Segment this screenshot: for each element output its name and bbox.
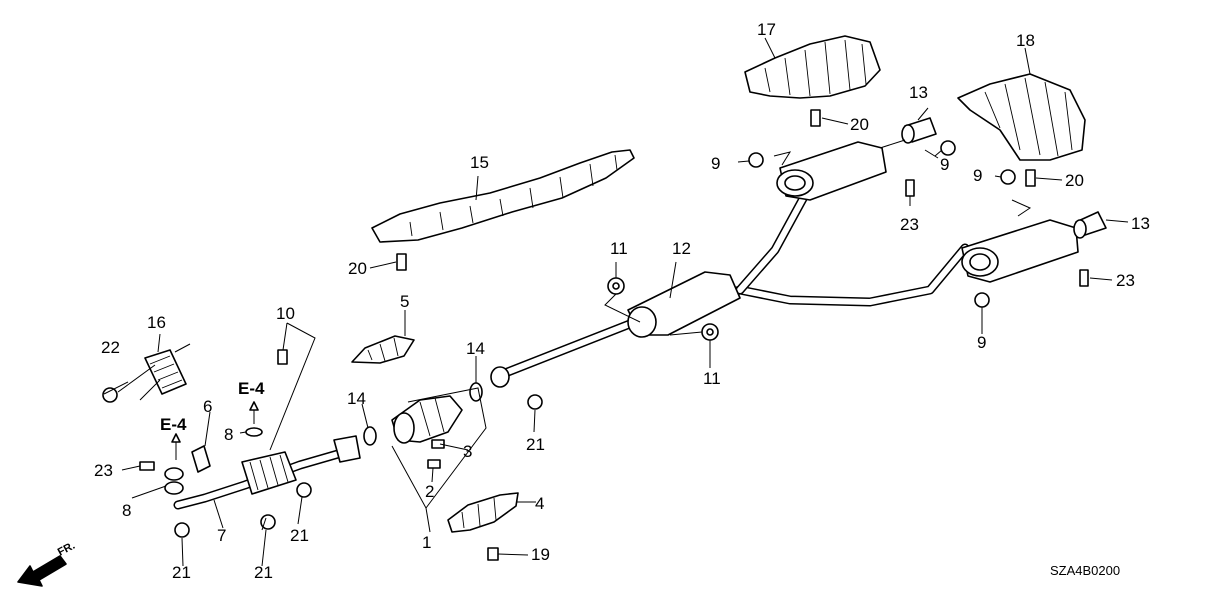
callout-12: 12 [672, 239, 691, 258]
hardware [102, 109, 1089, 561]
callout-9: 9 [940, 155, 949, 174]
callout-22: 22 [101, 338, 120, 357]
callout-16: 16 [147, 313, 166, 332]
tailpipe-tip-13b [1073, 211, 1107, 239]
heat-shield-18 [957, 73, 1086, 161]
callout-1: 1 [422, 533, 431, 552]
diagram-code: SZA4B0200 [1050, 563, 1120, 578]
callout-20: 20 [348, 259, 367, 278]
callout-4: 4 [535, 494, 544, 513]
callout-17: 17 [757, 20, 776, 39]
catalytic-converter-1 [391, 395, 463, 444]
front-arrow: FR. [17, 540, 77, 587]
callout-15: 15 [470, 153, 489, 172]
callout-5: 5 [400, 292, 409, 311]
callout-13: 13 [1131, 214, 1150, 233]
heat-shield-15 [371, 149, 635, 243]
callout-2: 2 [425, 482, 434, 501]
callout-14: 14 [347, 389, 366, 408]
leader-lines [103, 37, 1129, 567]
bracket-16 [144, 343, 191, 395]
callouts: 17 18 13 20 9 9 9 20 15 23 13 11 12 20 2… [94, 20, 1150, 582]
heat-shield-4 [447, 492, 519, 533]
callout-13: 13 [909, 83, 928, 102]
flex-pipe-section [241, 435, 361, 495]
callout-23: 23 [94, 461, 113, 480]
ref-e4-label: E-4 [160, 415, 187, 434]
callout-3: 3 [463, 442, 472, 461]
callout-21: 21 [526, 435, 545, 454]
callout-21: 21 [172, 563, 191, 582]
callout-10: 10 [276, 304, 295, 323]
callout-19: 19 [531, 545, 550, 564]
callout-23: 23 [1116, 271, 1135, 290]
callout-9: 9 [977, 333, 986, 352]
callout-9: 9 [711, 154, 720, 173]
callout-20: 20 [1065, 171, 1084, 190]
callout-11: 11 [610, 239, 628, 258]
callout-23: 23 [900, 215, 919, 234]
callout-8: 8 [122, 501, 131, 520]
front-arrow-label: FR. [56, 540, 77, 559]
exhaust-pipe-run [173, 190, 970, 510]
callout-8: 8 [224, 425, 233, 444]
heat-shield-17 [744, 35, 881, 99]
callout-21: 21 [254, 563, 273, 582]
callout-18: 18 [1016, 31, 1035, 50]
tailpipe-tip-13a [901, 117, 937, 144]
ref-e4-label: E-4 [238, 379, 265, 398]
heat-shield-5 [351, 335, 415, 364]
callout-7: 7 [217, 526, 226, 545]
callout-11: 11 [703, 369, 721, 388]
callout-6: 6 [203, 397, 212, 416]
callout-20: 20 [850, 115, 869, 134]
muffler-upper [776, 141, 887, 201]
callout-9: 9 [973, 166, 982, 185]
callout-14: 14 [466, 339, 485, 358]
muffler-12 [627, 271, 741, 338]
muffler-lower [961, 219, 1079, 283]
callout-21: 21 [290, 526, 309, 545]
